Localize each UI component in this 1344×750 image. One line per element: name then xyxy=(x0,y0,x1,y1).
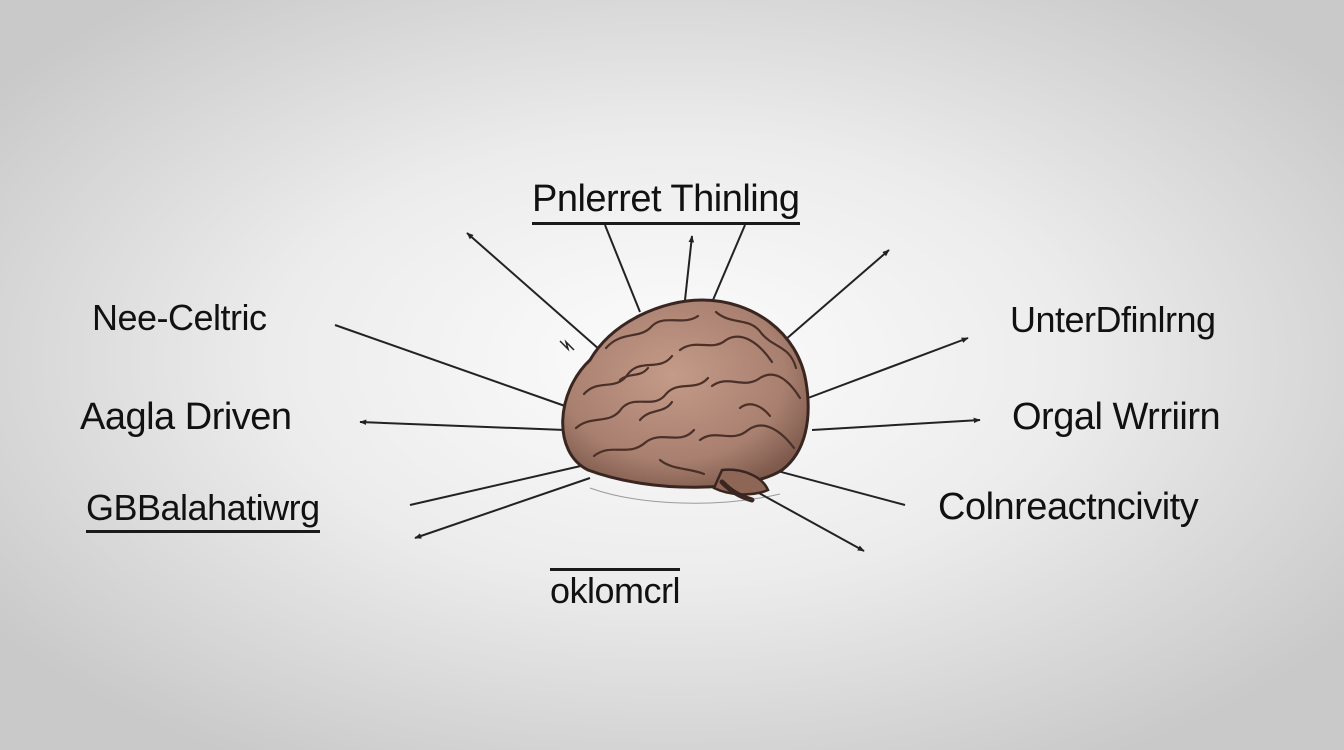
line-left-top xyxy=(334,324,566,407)
line-left-bottom-1 xyxy=(409,464,586,506)
line-title-1 xyxy=(604,224,641,313)
brain-icon xyxy=(561,298,810,504)
label-right-bottom: Colnreactncivity xyxy=(938,486,1199,528)
arrow-left-bottom xyxy=(414,477,591,539)
arrow-up xyxy=(684,235,695,301)
label-left-top: Nee-Celtric xyxy=(92,297,267,338)
label-left-middle: Aagla Driven xyxy=(80,396,292,438)
arrow-up-left xyxy=(466,232,601,351)
diagram-title: Pnlerret Thinling xyxy=(532,180,800,225)
line-title-2 xyxy=(712,224,746,301)
tick-mark xyxy=(559,339,575,352)
label-left-bottom: GBBalahatiwrg xyxy=(86,490,320,533)
arrow-up-right xyxy=(784,249,890,341)
arrow-left xyxy=(359,419,566,431)
label-right-top: UnterDfinlrng xyxy=(1010,299,1216,340)
arrow-right-bottom xyxy=(747,486,865,552)
label-right-middle: Orgal Wrriirn xyxy=(1012,396,1221,438)
arrow-right xyxy=(811,417,981,431)
arrow-right-top xyxy=(807,337,969,399)
label-bottom: oklomcrl xyxy=(550,568,681,611)
